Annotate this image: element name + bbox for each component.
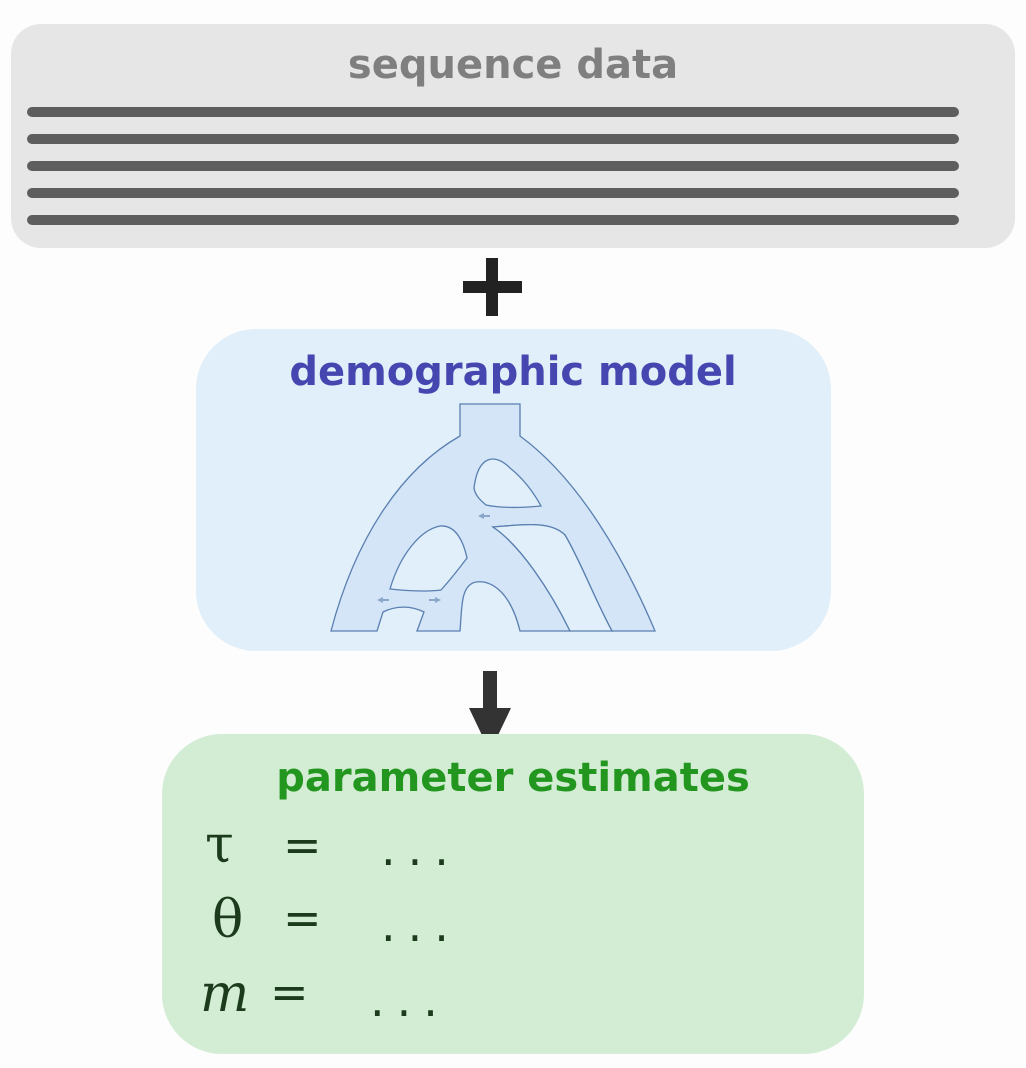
equals-sign: = [283,818,322,872]
population-tree-gap-right [491,523,614,632]
parameter-value: ... [381,822,461,876]
tau-symbol: τ [205,815,234,875]
sequence-line [27,188,959,198]
population-tree-gap-upper [473,458,543,509]
sequence-line [27,215,959,225]
parameter-estimates-title: parameter estimates [276,755,750,801]
equals-sign: = [270,965,309,1019]
sequence-line [27,161,959,171]
parameter-estimates-panel [162,734,864,1054]
parameter-value: ... [370,973,450,1027]
sequence-line [27,134,959,144]
population-tree-body [330,403,656,632]
theta-symbol: θ [212,890,244,950]
sequence-data-title: sequence data [347,42,679,88]
parameter-value: ... [381,898,461,952]
migration-arrow-icon [377,513,490,603]
m-symbol: m [200,964,250,1024]
demographic-model-title: demographic model [289,349,737,395]
plus-icon-vertical [486,258,498,316]
arrow-down-icon [469,671,511,752]
sequence-line [27,107,959,117]
population-tree-gap-lower [389,525,468,592]
equals-sign: = [283,891,322,945]
